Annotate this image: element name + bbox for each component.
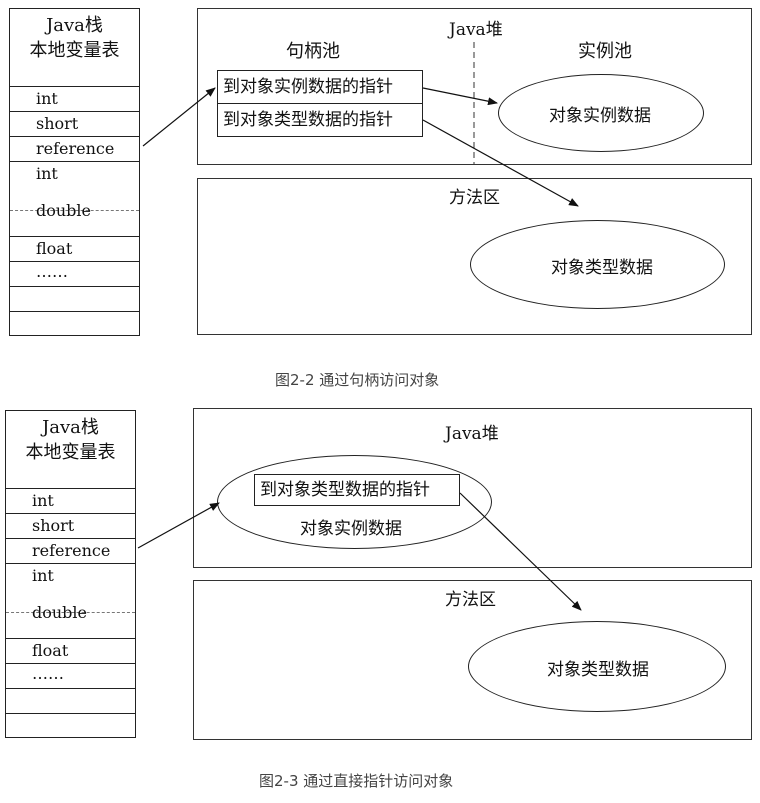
- reference-to-object-arrow: [137, 502, 220, 549]
- stack-row-empty: [6, 713, 135, 738]
- stack-row-short: short: [6, 513, 135, 538]
- stack-table-fig1: Java栈 本地变量表 int short reference int doub…: [9, 8, 140, 336]
- stack-row-float: float: [10, 236, 139, 261]
- handle-to-type-arrow: [422, 119, 579, 207]
- type-data-ellipse: [468, 621, 726, 712]
- figure-caption: 图2-3 通过直接指针访问对象: [259, 772, 454, 790]
- java-heap-label: Java堆: [449, 20, 503, 40]
- instance-pool-label: 实例池: [578, 41, 632, 62]
- stack-row-short: short: [10, 111, 139, 136]
- stack-row-reference: reference: [10, 136, 139, 161]
- stack-row-empty: [10, 286, 139, 311]
- type-data-ellipse: [470, 220, 725, 309]
- figure-caption: 图2-2 通过句柄访问对象: [275, 371, 440, 389]
- stack-row-int: int: [6, 563, 135, 588]
- stack-table-fig2: Java栈 本地变量表 int short reference int doub…: [5, 410, 136, 738]
- stack-row-ellipsis: ……: [10, 261, 139, 286]
- reference-to-handle-arrow: [142, 87, 216, 147]
- instance-data-label: 对象实例数据: [300, 519, 402, 539]
- type-data-label: 对象类型数据: [547, 660, 649, 680]
- type-pointer-cell: 到对象类型数据的指针: [217, 103, 423, 137]
- handle-to-instance-arrow: [422, 87, 498, 106]
- stack-row-int: int: [6, 488, 135, 513]
- stack-row-reference: reference: [6, 538, 135, 563]
- stack-row-float: float: [6, 638, 135, 663]
- instance-data-label: 对象实例数据: [549, 106, 651, 126]
- pointer-to-type-arrow: [459, 492, 582, 611]
- java-heap-label: Java堆: [445, 424, 499, 444]
- handle-pool-label: 句柄池: [286, 41, 340, 62]
- type-data-label: 对象类型数据: [551, 258, 653, 278]
- stack-row-empty: [10, 311, 139, 336]
- stack-row-ellipsis: ……: [6, 663, 135, 688]
- instance-pointer-cell: 到对象实例数据的指针: [217, 70, 423, 104]
- instance-data-ellipse: [498, 74, 704, 152]
- stack-row-int: int: [10, 161, 139, 186]
- type-pointer-cell: 到对象类型数据的指针: [254, 474, 460, 506]
- stack-title-line2: 本地变量表: [25, 442, 116, 463]
- method-area-label: 方法区: [449, 188, 500, 208]
- stack-title-line1: Java栈: [46, 15, 103, 36]
- stack-title: Java栈 本地变量表: [10, 9, 139, 63]
- stack-title-line2: 本地变量表: [29, 40, 120, 61]
- method-area-label: 方法区: [445, 590, 496, 610]
- stack-title-line1: Java栈: [42, 417, 99, 438]
- stack-title: Java栈 本地变量表: [6, 411, 135, 465]
- stack-row-empty: [6, 688, 135, 713]
- stack-row-int: int: [10, 86, 139, 111]
